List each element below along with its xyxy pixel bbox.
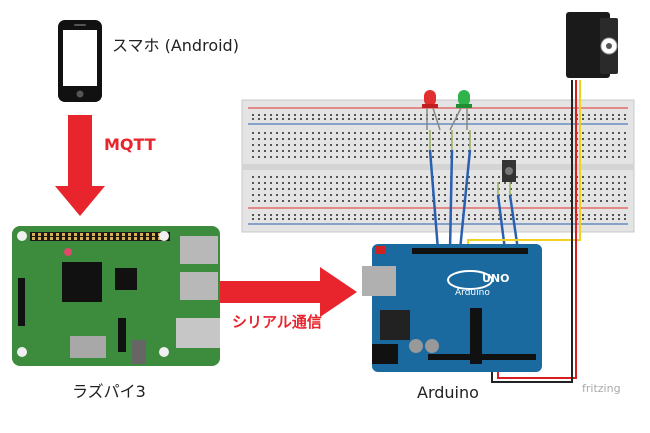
arduino-label: Arduino (417, 383, 479, 402)
arduino-uno-board (362, 244, 542, 372)
raspberry-pi-board (12, 226, 220, 366)
push-button (497, 160, 516, 195)
smartphone-label: スマホ (Android) (112, 36, 239, 55)
mqtt-label: MQTT (104, 135, 156, 154)
fritzing-watermark: fritzing (582, 382, 621, 395)
arduino-board-logo: Arduino (455, 288, 490, 298)
resistor-leads (429, 130, 471, 150)
serial-label: シリアル通信 (232, 313, 322, 331)
uno-board-logo: UNO (482, 272, 510, 285)
servo-motor (566, 12, 618, 78)
green-led (449, 90, 472, 131)
breadboard (241, 99, 635, 233)
serial-arrow (218, 267, 357, 317)
mqtt-arrow (55, 115, 105, 216)
red-led (422, 90, 441, 131)
smartphone-icon (58, 20, 102, 102)
raspi-label: ラズパイ3 (72, 382, 146, 401)
